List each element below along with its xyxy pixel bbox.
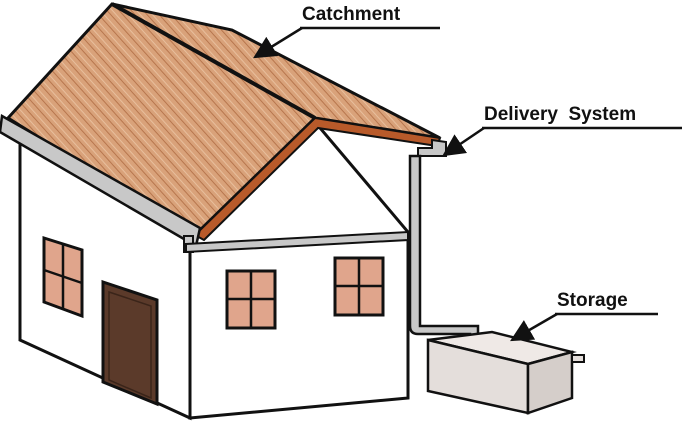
delivery-pipe — [410, 140, 478, 348]
label-catchment: Catchment — [302, 4, 401, 25]
storage-tank — [428, 332, 584, 413]
window-front — [44, 238, 82, 316]
tank-outlet — [572, 355, 584, 362]
label-delivery-system: Delivery System — [484, 104, 636, 125]
label-storage: Storage — [557, 290, 628, 311]
door — [103, 282, 157, 404]
tank-side — [528, 352, 572, 413]
callout-delivery: Delivery System — [444, 104, 682, 155]
callout-storage: Storage — [512, 290, 658, 340]
callout-catchment: Catchment — [255, 4, 440, 57]
window-side-right — [335, 258, 383, 315]
house — [0, 4, 440, 418]
window-side-left — [227, 271, 275, 328]
